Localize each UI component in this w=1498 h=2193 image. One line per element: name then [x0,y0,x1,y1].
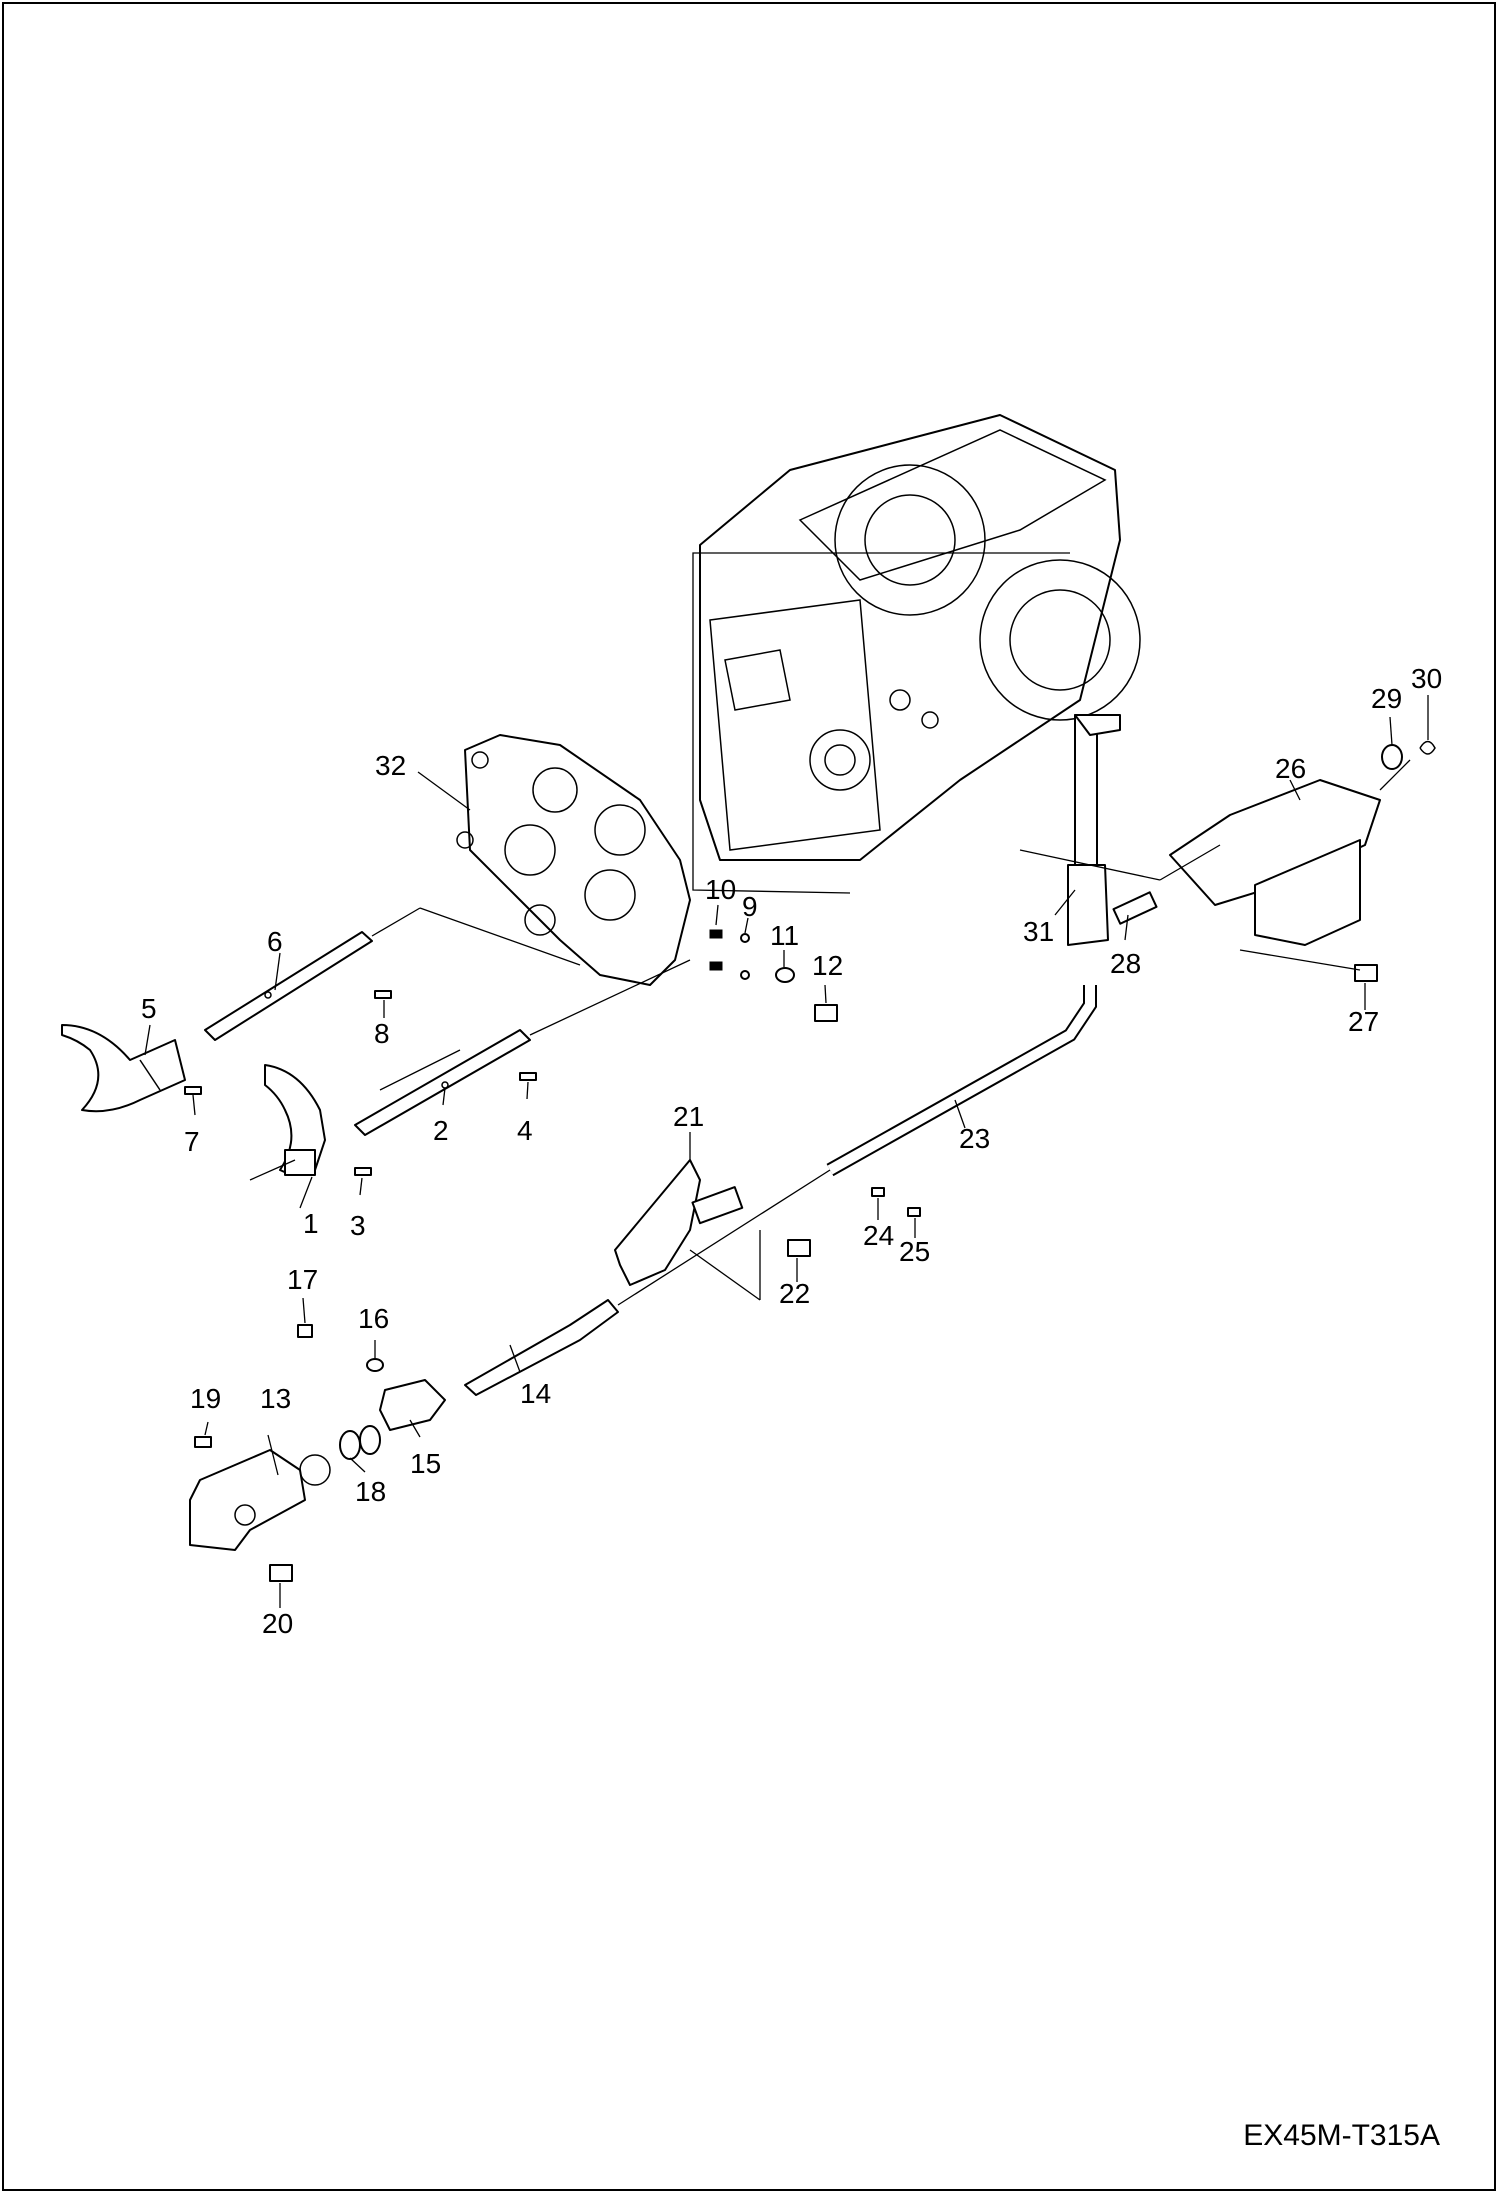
shaft-coupling [379,1379,446,1431]
callout-7: 7 [184,1126,200,1157]
transmission-case [699,414,1141,861]
callout-13: 13 [260,1383,292,1414]
callout-15: 15 [410,1448,442,1479]
callout-14: 14 [520,1378,552,1409]
selector-shaft [464,1299,619,1396]
lever-housing [189,1449,331,1551]
callout-4: 4 [517,1115,533,1146]
spring-pins [184,990,537,1176]
callout-1: 1 [303,1208,319,1239]
bolt-27 [1354,964,1378,982]
selector-bracket [614,1159,744,1286]
callout-17: 17 [287,1264,319,1295]
bolt-22 [787,1239,811,1257]
callout-30: 30 [1411,663,1443,694]
upper-shift-fork [61,1024,186,1113]
callout-20: 20 [262,1608,294,1639]
callout-11: 11 [770,920,800,951]
pivot-shaft [1112,891,1158,925]
callout-24: 24 [863,1220,895,1251]
callout-22: 22 [779,1278,811,1309]
bolt-20 [269,1564,293,1582]
lower-shift-fork [264,1064,326,1176]
detent-springs [709,929,750,980]
snap-ring [775,967,795,983]
callout-26: 26 [1275,753,1307,784]
case-reference-bracket [692,552,1070,894]
washer [1381,744,1403,770]
thrust-washers [339,1425,381,1460]
callout-3: 3 [350,1210,366,1241]
callout-31: 31 [1023,916,1055,947]
callout-32: 32 [375,750,407,781]
pins-24-25 [871,1187,921,1217]
callout-5: 5 [141,993,157,1024]
leader-lines [144,695,1429,1608]
callout-10: 10 [705,874,737,905]
callout-25: 25 [899,1236,931,1267]
callout-18: 18 [355,1476,387,1507]
cover-plate [456,734,691,986]
callout-21: 21 [673,1101,705,1132]
callout-2: 2 [433,1115,449,1146]
retaining-clip [1419,740,1436,755]
bolt-12 [814,1004,838,1022]
vertical-lever [1067,714,1121,946]
bolt-17 [297,1324,313,1338]
callout-28: 28 [1110,948,1142,979]
callout-27: 27 [1348,1006,1380,1037]
callout-12: 12 [812,950,844,981]
upper-shift-rod [204,931,373,1041]
shift-cover-bracket [1169,779,1381,946]
document-code: EX45M-T315A [1243,2119,1440,2152]
lock-washer [366,1358,384,1372]
long-control-rod [826,985,1097,1177]
callout-29: 29 [1371,683,1403,714]
callout-19: 19 [190,1383,222,1414]
callout-6: 6 [267,926,283,957]
callout-23: 23 [959,1123,991,1154]
pin-19 [194,1436,212,1448]
callout-9: 9 [742,891,758,922]
callout-16: 16 [358,1303,390,1334]
callout-8: 8 [374,1018,390,1049]
